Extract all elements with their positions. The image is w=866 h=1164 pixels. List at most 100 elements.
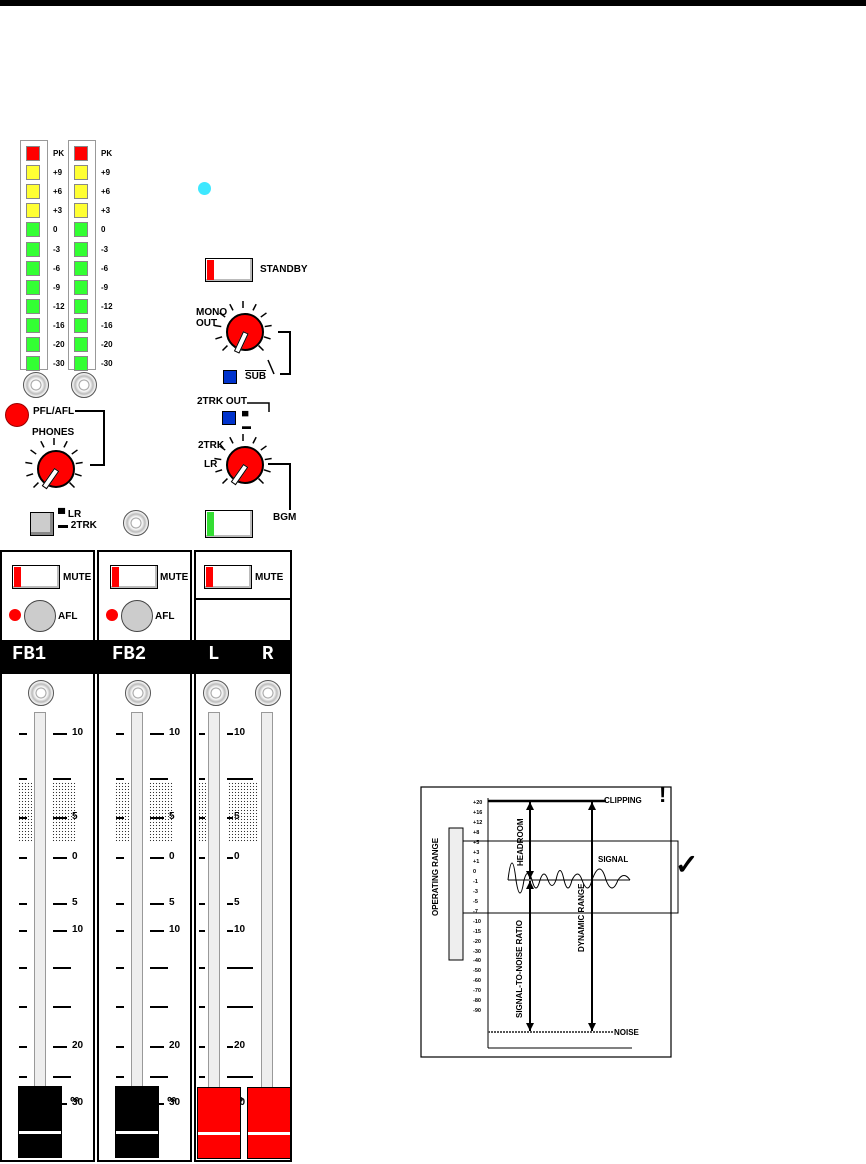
- meter-left-segment: [26, 222, 40, 238]
- db-scale-label: -20: [473, 938, 481, 945]
- lr-scale-tick: [227, 778, 253, 780]
- sub-label: SUB: [245, 371, 267, 382]
- signal-label: SIGNAL: [598, 855, 629, 864]
- meter-left-label: -12: [53, 301, 65, 311]
- db-scale-label: +20: [473, 800, 483, 806]
- afl-fb2-led: [106, 609, 118, 621]
- lr-scale-label: 5: [234, 897, 240, 908]
- mute-lr-button[interactable]: [204, 565, 252, 589]
- bgm-switch[interactable]: [205, 510, 253, 538]
- operating-range-label: OPERATING RANGE: [431, 837, 440, 916]
- meter-right-segment: [74, 279, 88, 295]
- meter-left-label: -20: [53, 340, 65, 349]
- db-scale-label: +5: [473, 839, 480, 846]
- standby-switch[interactable]: [205, 258, 253, 282]
- fb2-scale-tick: [116, 778, 124, 780]
- fb1-scale-tick: [19, 1076, 27, 1078]
- meter-left-segment: [26, 165, 40, 181]
- db-scale-label: -3: [473, 889, 478, 896]
- fb2-scale-tick: [116, 903, 124, 905]
- lr-scale-label: 10: [234, 727, 246, 738]
- db-scale-label: -50: [473, 968, 481, 975]
- meter-right-segment: [74, 356, 88, 372]
- fb2-scale-tick: [116, 857, 124, 859]
- fb1-scale-tick: [53, 930, 67, 932]
- phones-knob[interactable]: [37, 450, 75, 490]
- dynamic-range-diagram: [420, 786, 679, 1058]
- phones-jack: [123, 510, 149, 536]
- fb2-scale-label: 0: [169, 851, 175, 862]
- fb2-scale-label: 20: [169, 1040, 181, 1051]
- meter-left-label: +3: [53, 206, 63, 216]
- lr-scale-tick: [227, 1046, 233, 1048]
- afl-fb1-button[interactable]: [24, 600, 56, 632]
- db-scale-label: -1: [473, 879, 478, 886]
- fb1-scale-tick: [19, 1046, 27, 1048]
- lr-scale-tick: [199, 967, 205, 969]
- trk-out-button[interactable]: [222, 411, 236, 425]
- fb2-scale-tick: [150, 930, 164, 932]
- lr-scale-tick: [227, 857, 233, 859]
- fb2-scale-label: 30: [169, 1097, 181, 1108]
- l-jack: [203, 680, 229, 706]
- afl-fb2-label: AFL: [155, 611, 175, 622]
- headroom-label: HEADROOM: [516, 818, 525, 866]
- meter-right-label: -3: [101, 244, 109, 254]
- divider: [194, 598, 292, 600]
- meter-right-label: -6: [101, 263, 109, 273]
- trk-knob[interactable]: [226, 446, 264, 486]
- channel-strip-fb1: [0, 550, 95, 1162]
- fb1-scale-tick: [19, 857, 27, 859]
- lr-2trk-button[interactable]: [30, 512, 54, 536]
- db-scale-label: +16: [473, 809, 483, 816]
- fb2-scale-tick: [150, 967, 168, 969]
- l-fader-cap[interactable]: [197, 1087, 241, 1159]
- fb1-scale-tick: [19, 930, 27, 932]
- meter-left-label: -16: [53, 320, 65, 330]
- mute-fb1-button[interactable]: [12, 565, 60, 589]
- afl-fb2-button[interactable]: [121, 600, 153, 632]
- fb2-fader-cap[interactable]: [115, 1086, 159, 1158]
- operating-range-bar: [448, 827, 464, 961]
- fb1-scale-label: 5: [72, 897, 78, 908]
- fb2-scale-tick: [116, 967, 124, 969]
- meter-right-segment: [74, 260, 88, 276]
- fb1-scale-shade: [18, 782, 32, 842]
- fb2-scale-tick: [116, 930, 124, 932]
- meter-left-label: +9: [53, 168, 63, 178]
- mute-fb2-button[interactable]: [110, 565, 158, 589]
- fb2-scale-tick: [116, 1076, 124, 1078]
- db-scale-label: -10: [473, 918, 481, 925]
- fb1-scale-label: ∞: [70, 1091, 80, 1106]
- fb1-scale-tick: [53, 903, 67, 905]
- fb1-fader-cap[interactable]: [18, 1086, 62, 1158]
- fb2-scale-tick: [150, 857, 164, 859]
- fb1-scale-tick: [53, 967, 71, 969]
- meter-left-segment: [26, 279, 40, 295]
- mono-out-bracket: [267, 331, 291, 375]
- fb2-scale-tick: [150, 1076, 168, 1078]
- trk-out-bracket: [247, 402, 270, 412]
- fb2-scale-label: 10: [169, 727, 181, 738]
- dynamic-range-label: DYNAMIC RANGE: [577, 883, 586, 952]
- power-led: [198, 182, 211, 195]
- mono-out-knob[interactable]: [226, 313, 264, 354]
- meter-left-segment: [26, 298, 40, 314]
- noise-label: NOISE: [614, 1028, 639, 1037]
- meter-left-segment: [26, 356, 40, 372]
- lr-scale-tick: [227, 903, 233, 905]
- meter-right-label: -16: [101, 320, 113, 330]
- r-fader-cap[interactable]: [247, 1087, 291, 1159]
- lr-scale-tick: [227, 1006, 253, 1008]
- meter-left-jack: [23, 372, 49, 398]
- db-scale-label: -70: [473, 988, 481, 995]
- meter-left-segment: [26, 317, 40, 333]
- db-scale-label: -40: [473, 958, 481, 965]
- fb1-scale-tick: [53, 778, 71, 780]
- mono-out-label: MONO OUT: [196, 307, 228, 329]
- r-jack: [255, 680, 281, 706]
- lr-scale-tick: [227, 930, 233, 932]
- lr-scale-label: 20: [234, 1040, 246, 1051]
- lr-scale-tick: [199, 1076, 205, 1078]
- sub-button[interactable]: [223, 370, 237, 384]
